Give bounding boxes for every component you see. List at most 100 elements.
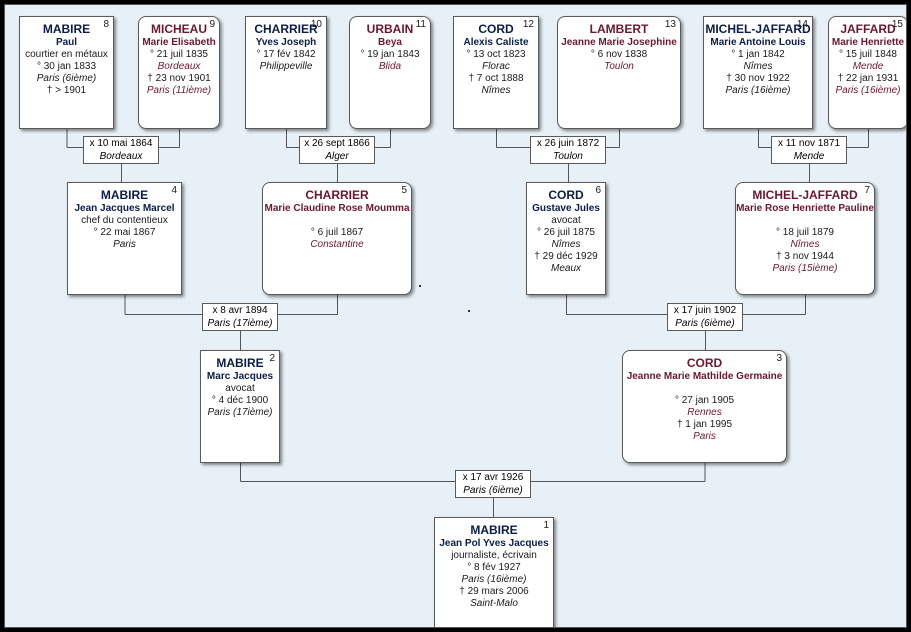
marriage-date: x 26 juin 1872 [536,138,600,149]
surname: CHARRIER [254,22,318,36]
place: Florac [482,61,510,72]
place: Paris [693,431,716,442]
surname: CORD [478,22,514,36]
detail-line: ° 22 mai 1867 [93,227,156,238]
detail-line: journaliste, écrivain [451,550,537,561]
detail-line: ° 6 nov 1838 [590,49,648,60]
detail-line: ° 17 fév 1842 [256,49,316,60]
stray-dot [468,310,470,312]
marriage-place: Paris (6ième) [675,318,735,329]
stray-dot [419,285,421,287]
place: Paris (15ième) [772,263,838,274]
given-names: Marie Elisabeth [142,37,216,48]
sosa-number: 2 [269,353,275,364]
marriage-date: x 10 mai 1864 [89,138,153,149]
given-names: Marc Jacques [206,371,274,382]
sosa-number: 9 [209,19,215,30]
place: Constantine [310,239,364,250]
place: Meaux [550,263,581,274]
detail-line: ° 4 déc 1900 [211,395,269,406]
sosa-number: 10 [310,19,322,30]
marriage-place: Bordeaux [99,151,143,162]
marriage-place: Toulon [553,151,583,162]
sosa-number: 14 [796,19,808,30]
place: Nîmes [481,85,511,96]
marriage-place: Alger [325,151,349,162]
marriage-date: x 17 avr 1926 [462,472,524,483]
surname: MICHEL-JAFFARD [705,22,811,36]
given-names: Alexis Caliste [463,37,529,48]
given-names: Gustave Jules [532,203,600,214]
given-names: Jean Pol Yves Jacques [439,538,549,549]
place: Paris [113,239,136,250]
detail-line [623,383,786,395]
detail-line: † 3 nov 1944 [776,251,834,262]
given-names: Beya [378,37,402,48]
given-names: Marie Claudine Rose Moumma [264,203,410,214]
given-names: Yves Joseph [255,37,317,48]
detail-line: avocat [225,383,255,394]
place: Paris (6ième) [36,73,97,84]
detail-line: † 29 déc 1929 [534,251,598,262]
place: Paris (11ième) [146,85,212,96]
place: Paris (16ième) [725,85,791,96]
detail-line: ° 19 jan 1843 [360,49,420,60]
detail-line: ° 8 fév 1927 [467,562,521,573]
sosa-number: 7 [864,185,870,196]
place: Rennes [687,407,722,418]
detail-line: ° 13 oct 1823 [466,49,526,60]
sosa-number: 13 [664,19,676,30]
detail-line: ° 1 jan 1842 [731,49,785,60]
detail-line [736,215,874,227]
sosa-number: 5 [401,185,407,196]
place: Bordeaux [157,61,201,72]
detail-line: ° 6 juil 1867 [310,227,364,238]
place: Saint-Malo [470,598,518,609]
detail-line: † 23 nov 1901 [147,73,211,84]
place: Blida [378,61,402,72]
sosa-number: 15 [891,19,903,30]
given-names: Jeanne Marie Mathilde Germaine [626,371,783,382]
detail-line: † > 1901 [46,85,87,96]
detail-line: ° 21 juil 1835 [150,49,208,60]
place: Mende [852,61,884,72]
sosa-number: 3 [776,353,782,364]
given-names: Marie Henriette [831,37,905,48]
surname: URBAIN [366,22,414,36]
given-names: Jeanne Marie Josephine [561,37,677,48]
given-names: Paul [55,37,78,48]
detail-line [263,215,411,227]
place: Nîmes [790,239,820,250]
place: Nîmes [743,61,773,72]
place: Paris (16ième) [835,85,901,96]
marriage-date: x 11 nov 1871 [777,138,841,149]
surname: LAMBERT [589,22,649,36]
surname: MABIRE [470,523,518,537]
place: Toulon [604,61,634,72]
detail-line: avocat [551,215,581,226]
sosa-number: 4 [171,185,177,196]
sosa-number: 1 [543,520,549,531]
surname: CORD [548,188,584,202]
